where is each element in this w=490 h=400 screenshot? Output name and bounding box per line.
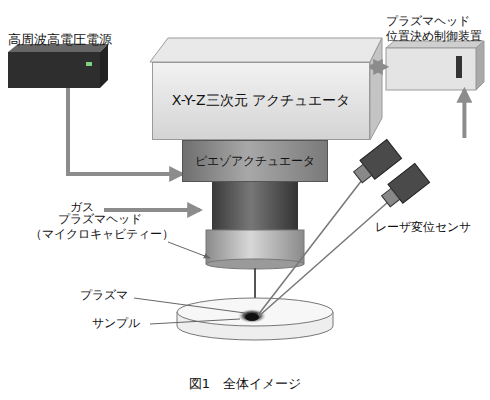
part-label: プラズマ (80, 288, 140, 303)
xyz-actuator-body (150, 38, 382, 140)
signal-arrow (370, 65, 386, 69)
laser-sensor-device (351, 139, 430, 210)
part-label: プラズマヘッド （マイクロキャビティー） (30, 212, 170, 242)
plasma-head (206, 259, 304, 269)
node-text: レーザ変位センサ (375, 220, 471, 235)
xyz-actuator-box: X-Y-Z三次元 アクチュエータ (152, 62, 370, 140)
power-supply-device (86, 62, 92, 66)
xyz-actuator-body (150, 38, 382, 62)
controller-device (386, 41, 484, 90)
plasma-head (212, 182, 298, 230)
power-supply-device (8, 52, 100, 88)
laser-beam (258, 180, 362, 315)
controller: プラズマヘッド 位置決め制御装置 (386, 48, 484, 90)
power-supply-device (8, 44, 108, 88)
laser-sensor-device (379, 163, 430, 210)
controller-device (476, 41, 484, 90)
controller-device (386, 48, 476, 90)
gas-arrow (104, 208, 200, 212)
node-text: X-Y-Z三次元 アクチュエータ (168, 92, 354, 110)
piezo-actuator-box: ピエゾアクチュエータ (182, 140, 328, 182)
signal-arrow (462, 90, 466, 138)
laser-beam (258, 180, 388, 316)
leader-line (150, 319, 240, 324)
node-text: 高周波高電圧電源 (8, 32, 138, 48)
leader-line (168, 242, 210, 258)
sample-dish (177, 298, 333, 340)
laser-beam (259, 202, 388, 316)
power-supply-device (100, 44, 108, 88)
laser-sensor-device (382, 188, 400, 206)
laser-sensor: レーザ変位センサ (345, 138, 470, 216)
sample-dish (177, 298, 333, 326)
part-label: サンプル (92, 316, 152, 331)
xyz-actuator-body (370, 38, 382, 140)
sample-dish (245, 313, 259, 321)
node-text: ピエゾアクチュエータ (191, 154, 319, 169)
laser-sensor-device (354, 164, 372, 182)
controller-device (456, 56, 462, 78)
leader-line (134, 298, 245, 313)
figure-caption: 図1 全体イメージ (0, 376, 490, 392)
node-text: プラズマヘッド 位置決め制御装置 (386, 14, 486, 44)
power-supply: 高周波高電圧電源 (8, 52, 108, 88)
